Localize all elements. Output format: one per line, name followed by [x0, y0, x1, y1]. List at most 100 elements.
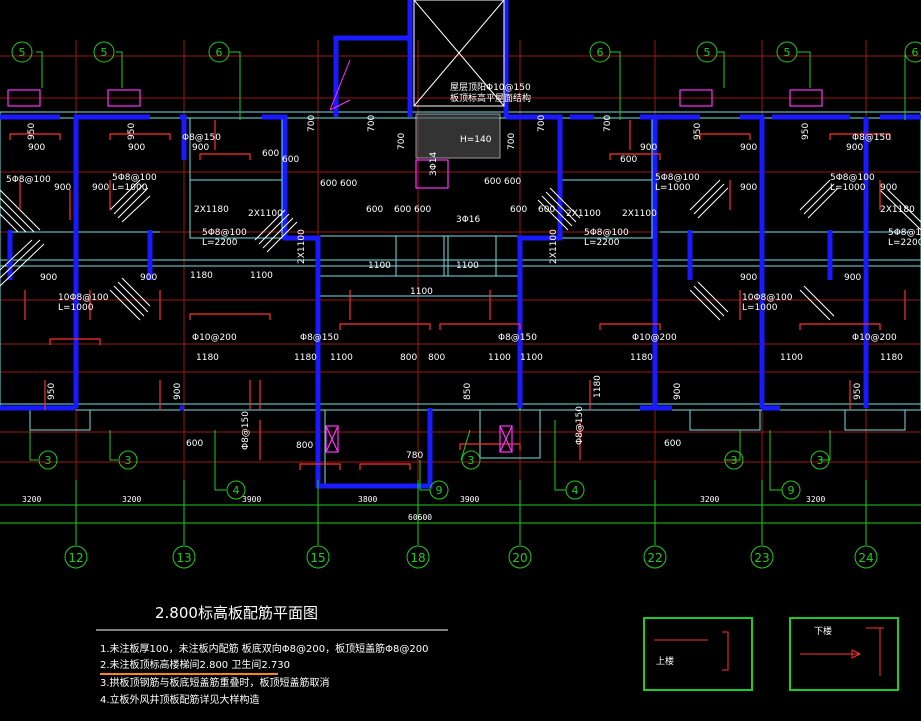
stair-label: 5Φ8@100: [202, 228, 247, 238]
dim-label: 1100: [488, 353, 511, 363]
dim-label: 600: [414, 205, 431, 215]
dim-label: 2X1180: [194, 205, 229, 215]
axis-label: 5: [704, 46, 711, 59]
dim-label: 1100: [456, 261, 479, 271]
dim-label: 900: [28, 143, 45, 153]
stair-label: 10Φ8@100: [58, 293, 109, 303]
dim-label: 600: [282, 155, 299, 165]
dim-span: 3800: [358, 495, 377, 504]
axis-label: 15: [310, 551, 325, 565]
dim-label: 950: [801, 123, 811, 140]
dim-label: 1180: [196, 353, 219, 363]
axis-label: 3: [731, 454, 738, 467]
rebar-label: Φ10@200: [632, 333, 677, 343]
plan-labels: Φ8@150 Φ10@200 Φ8@150 Φ8@150 Φ10@200 Φ10…: [6, 82, 921, 461]
axis-balloon: 3: [724, 450, 744, 470]
rebar-label: Φ8@150: [241, 411, 251, 450]
shaft-note: 板顶标高平屋面结构: [450, 92, 531, 104]
dim-label: 600: [664, 439, 681, 449]
axis-balloon: 18: [406, 545, 430, 569]
rebar-label: Φ10@200: [192, 333, 237, 343]
rebar-label: Φ8@150: [575, 406, 585, 445]
dim-label: 2X1100: [622, 209, 657, 219]
dim-label: 700: [367, 115, 377, 132]
axis-label: 20: [512, 551, 527, 565]
dim-label: 900: [173, 383, 183, 400]
dim-label: 800: [296, 441, 313, 451]
rebar-label: Φ8@150: [182, 133, 221, 143]
axis-balloon: 23: [750, 545, 774, 569]
dim-label: 2X1100: [549, 229, 559, 264]
dim-label: 1180: [190, 271, 213, 281]
dim-label: 700: [307, 115, 317, 132]
axis-balloon: 4: [565, 480, 585, 500]
axis-label: 3: [817, 454, 824, 467]
dim-label: 900: [640, 143, 657, 153]
rebar-marks: [9, 120, 906, 470]
dim-label: 800: [428, 353, 445, 363]
axis-balloon: 5: [696, 41, 718, 63]
stair-label: L=2200: [202, 238, 238, 248]
axis-balloon: 4: [226, 480, 246, 500]
axis-label: 3: [125, 454, 132, 467]
dim-span: 3900: [242, 495, 261, 504]
dim-label: 900: [128, 143, 145, 153]
dim-label: 1100: [780, 353, 803, 363]
axis-label: 6: [216, 46, 223, 59]
dim-label: 2X1180: [880, 205, 915, 215]
dim-label: 900: [740, 183, 757, 193]
dimension-texts: 3200 3200 3900 3800 3900 3200 3200 60600: [22, 495, 825, 522]
legend-down-label: 下楼: [814, 625, 832, 637]
dim-label: 950: [47, 383, 57, 400]
dim-label: 850: [463, 383, 473, 400]
dim-span: 3200: [700, 495, 719, 504]
dim-label: 900: [846, 143, 863, 153]
leader-lines: [29, 51, 906, 491]
bar-label: 3Φ14: [429, 151, 439, 176]
dim-label: 1100: [520, 353, 543, 363]
dim-total: 60600: [408, 513, 432, 522]
axis-balloon: 6: [589, 41, 611, 63]
axis-balloon: 22: [643, 545, 667, 569]
dim-label: 1180: [630, 353, 653, 363]
axis-label: 24: [858, 551, 873, 565]
axis-label: 4: [233, 484, 240, 497]
dim-label: 700: [603, 115, 613, 132]
dim-label: 600: [262, 149, 279, 159]
dim-label: 950: [127, 123, 137, 140]
title-block: 2.800标高板配筋平面图 1.未注板厚100，未注板内配筋 板底双向Φ8@20…: [96, 604, 448, 706]
axis-balloon: 20: [508, 545, 532, 569]
dim-label: 2X1100: [566, 209, 601, 219]
dim-label: 1100: [410, 287, 433, 297]
dim-label: 900: [40, 273, 57, 283]
dim-label: 600: [510, 205, 527, 215]
axis-label: 6: [912, 46, 919, 59]
legend-up-label: 上楼: [656, 655, 674, 667]
axis-balloon: 3: [38, 450, 58, 470]
dim-label: 600: [504, 177, 521, 187]
walls: [0, 0, 921, 489]
axis-label: 13: [176, 551, 191, 565]
dim-label: 1100: [330, 353, 353, 363]
stair-label: 5Φ8@100: [830, 173, 875, 183]
axis-label: 5: [101, 46, 108, 59]
dim-label: 900: [140, 273, 157, 283]
stair-legend-up: 上楼: [643, 617, 753, 691]
dim-label: 600: [366, 205, 383, 215]
axis-label: 5: [784, 46, 791, 59]
axis-label: 23: [754, 551, 769, 565]
dim-label: 1180: [880, 353, 903, 363]
top-balloons: 5 5 6 6 5 5 6: [11, 41, 921, 63]
axis-balloon: 15: [306, 545, 330, 569]
dim-label: 600: [484, 177, 501, 187]
axis-balloon: 9: [781, 480, 801, 500]
drawing-title: 2.800标高板配筋平面图: [155, 604, 318, 622]
stair-label: 5Φ8@100: [655, 173, 700, 183]
axis-balloon: 5: [93, 41, 115, 63]
axis-balloon: 5: [11, 41, 33, 63]
stair-label: L=1000: [112, 183, 148, 193]
axis-balloon: 3: [461, 450, 481, 470]
note-line: 1.未注板厚100，未注板内配筋 板底双向Φ8@200，板顶短盖筋Φ8@200: [100, 642, 428, 655]
